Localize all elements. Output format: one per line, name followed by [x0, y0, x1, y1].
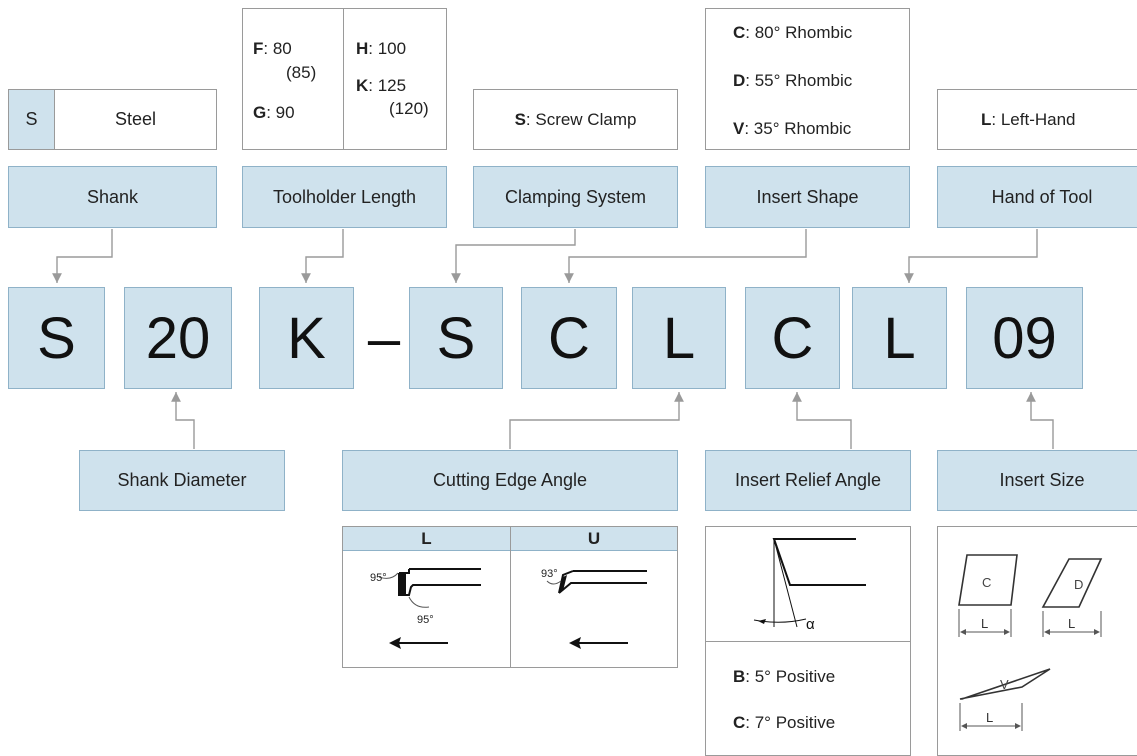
edge-angle-table: L U 95° 95° 93° — [342, 526, 678, 668]
clamp-options: S: Screw Clamp — [473, 89, 678, 150]
length-h: H: 100 — [356, 39, 407, 58]
shape-option-d: D: 55° Rhombic — [733, 71, 853, 90]
code-dash: – — [367, 305, 401, 371]
length-g: G: 90 — [253, 103, 295, 122]
relief-angle-options: α B: 5° Positive C: 7° Positive — [705, 526, 911, 756]
insert-d-shape — [1041, 558, 1103, 608]
shape-option-c: C: 80° Rhombic — [733, 23, 853, 42]
size-connector — [1026, 392, 1054, 449]
code-insert-shape: C — [521, 287, 617, 389]
hand-connector — [904, 229, 1038, 283]
code-insert-relief-angle: C — [745, 287, 840, 389]
shank-code-cell: S — [9, 90, 55, 149]
shape-options: C: 80° Rhombic D: 55° Rhombic V: 35° Rho… — [705, 8, 910, 150]
insert-c-shape — [958, 554, 1018, 606]
hand-of-tool-label: Hand of Tool — [937, 166, 1137, 228]
left-angle-95-top: 95° — [370, 572, 387, 584]
insert-size-options: C D V L L L — [937, 526, 1137, 756]
insert-v-shape — [959, 668, 1051, 700]
insert-d-letter: D — [1074, 577, 1083, 592]
shank-label: Shank — [8, 166, 217, 228]
cutting-edge-angle-label: Cutting Edge Angle — [342, 450, 678, 511]
relief-angle-figure: α — [753, 538, 866, 633]
insert-shape-label: Insert Shape — [705, 166, 910, 228]
clamp-connector — [451, 229, 576, 283]
shape-connector — [564, 229, 807, 283]
left-hand-tool-figure: 95° 95° — [370, 568, 481, 649]
alpha-symbol: α — [806, 616, 815, 633]
diameter-connector — [171, 392, 195, 449]
code-shank: S — [8, 287, 105, 389]
insert-c-dim-l: L — [981, 616, 988, 631]
toolholder-length-label: Toolholder Length — [242, 166, 447, 228]
edge-table-header-u: U — [511, 527, 677, 551]
insert-d-dim-l: L — [1068, 616, 1075, 631]
shank-options: S Steel — [8, 89, 217, 150]
insert-v-dim-l: L — [986, 710, 993, 725]
insert-size-figures: C D V L L L — [958, 554, 1103, 731]
clamp-option-text: S: Screw Clamp — [514, 109, 637, 129]
insert-relief-angle-label: Insert Relief Angle — [705, 450, 911, 511]
u-angle-93: 93° — [541, 568, 558, 580]
relief-divider — [706, 641, 910, 642]
length-options: F: 80 (85) G: 90 H: 100 K: 125 (120) — [242, 8, 447, 150]
edge-table-divider — [510, 527, 511, 667]
length-connector — [301, 229, 344, 283]
relief-option-c: C: 7° Positive — [733, 713, 836, 732]
shape-option-v: V: 35° Rhombic — [733, 119, 852, 138]
edge-connector — [509, 392, 684, 449]
left-angle-95-bottom: 95° — [417, 614, 434, 626]
code-toolholder-length: K — [259, 287, 354, 389]
code-shank-diameter: 20 — [124, 287, 232, 389]
length-f: F: 80 — [253, 39, 292, 58]
hand-option-text: L: Left-Hand — [981, 110, 1076, 129]
clamping-system-label: Clamping System — [473, 166, 678, 228]
shank-material-text: Steel — [114, 109, 157, 129]
edge-table-header-l: L — [343, 527, 510, 551]
insert-c-letter: C — [982, 575, 991, 590]
code-hand-of-tool: L — [852, 287, 947, 389]
hand-options: L: Left-Hand — [937, 89, 1137, 150]
length-k: K: 125 — [356, 76, 407, 95]
length-k-alt: (120) — [389, 99, 429, 118]
shank-diameter-label: Shank Diameter — [79, 450, 285, 511]
code-clamping-system: S — [409, 287, 503, 389]
length-divider — [343, 9, 344, 149]
code-cutting-edge-angle: L — [632, 287, 726, 389]
length-f-alt: (85) — [286, 63, 317, 82]
insert-v-letter: V — [1000, 677, 1009, 692]
shank-connector — [52, 229, 113, 283]
relief-option-b: B: 5° Positive — [733, 667, 836, 686]
u-tool-figure: 93° — [541, 568, 647, 649]
code-insert-size: 09 — [966, 287, 1083, 389]
relief-connector — [792, 392, 852, 449]
insert-size-label: Insert Size — [937, 450, 1137, 511]
